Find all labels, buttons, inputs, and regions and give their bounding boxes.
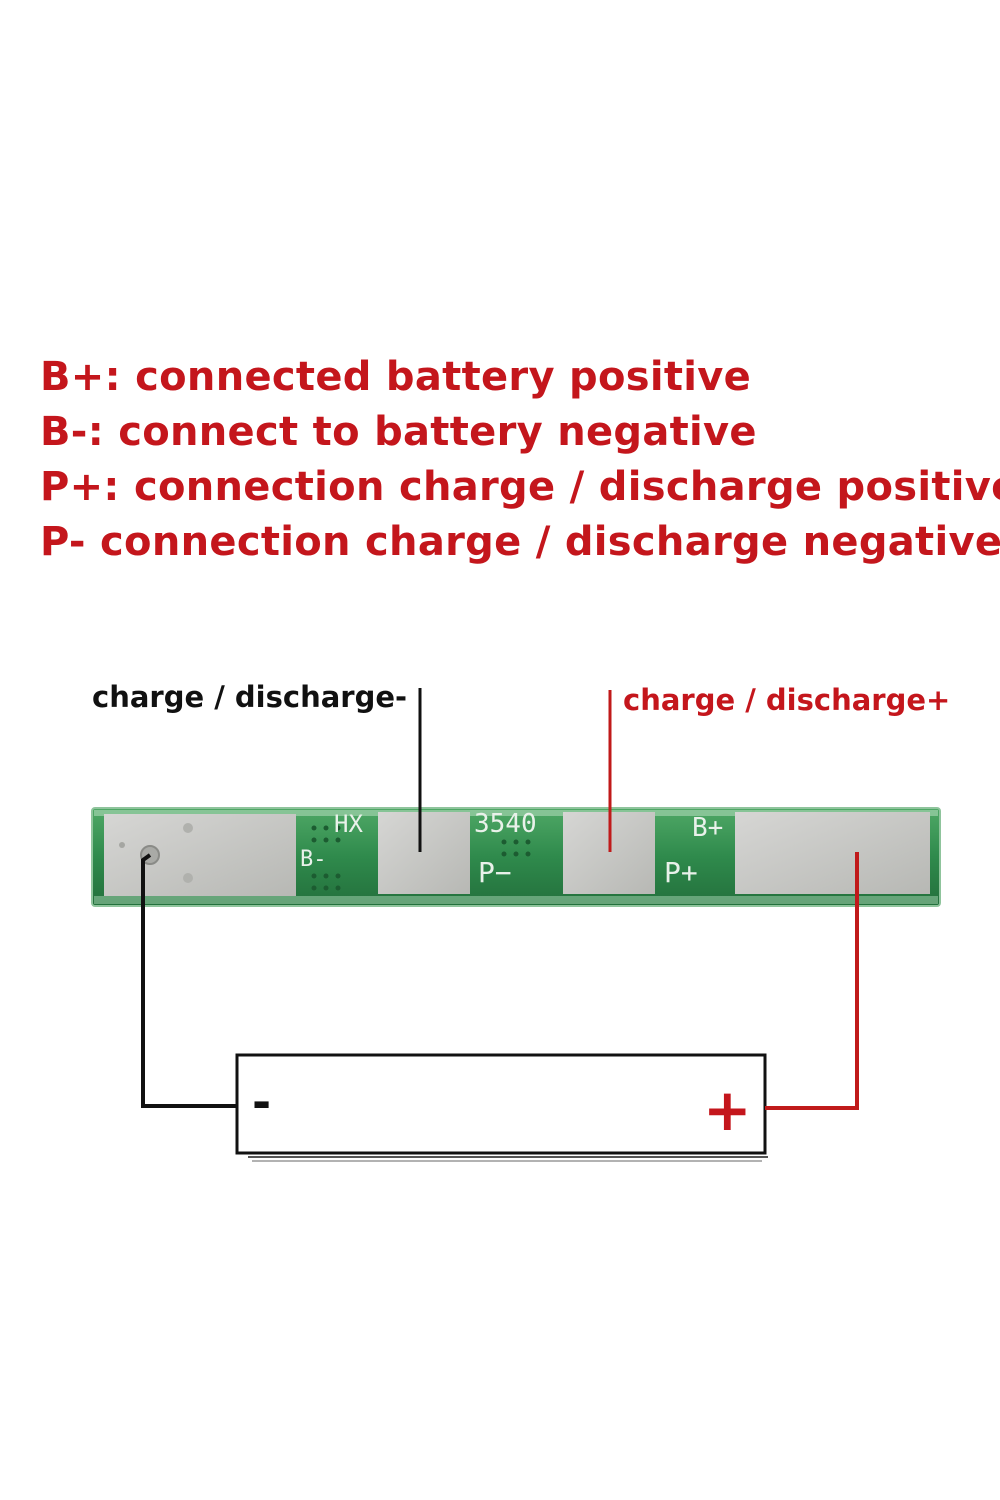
silkscreen-b-minus: B-: [300, 847, 327, 872]
battery-body: [235, 1053, 767, 1155]
battery-cell: - +: [235, 1053, 768, 1162]
pin-legend: B+: connected battery positive B-: conne…: [40, 350, 1000, 570]
legend-p-minus: P- connection charge / discharge negativ…: [40, 519, 1000, 565]
callout-discharge-negative: charge / discharge-: [92, 680, 408, 714]
pad-b-minus: [104, 814, 296, 896]
silkscreen-brand: HX: [334, 810, 363, 838]
protection-board: HX B- 3540 P− B+ P+: [91, 807, 941, 907]
silkscreen-p-plus: P+: [664, 856, 698, 889]
wire-negative: [141, 853, 237, 1108]
pcb-body: [91, 807, 941, 907]
via-grid: [311, 825, 531, 891]
battery-negative-symbol: -: [252, 1075, 271, 1129]
callout-discharge-positive: charge / discharge+: [623, 683, 951, 717]
silkscreen-p-minus: P−: [478, 856, 512, 889]
legend-b-plus: B+: connected battery positive: [40, 354, 752, 400]
silkscreen-model: 3540: [474, 809, 537, 839]
pad-p-minus-left: [378, 812, 470, 894]
battery-positive-symbol: +: [703, 1076, 752, 1144]
silkscreen-b-plus: B+: [692, 813, 723, 843]
pad-b-plus: [735, 812, 930, 894]
wire-positive: [765, 852, 859, 1110]
legend-b-minus: B-: connect to battery negative: [40, 409, 757, 455]
legend-p-plus: P+: connection charge / discharge positi…: [40, 464, 1000, 510]
